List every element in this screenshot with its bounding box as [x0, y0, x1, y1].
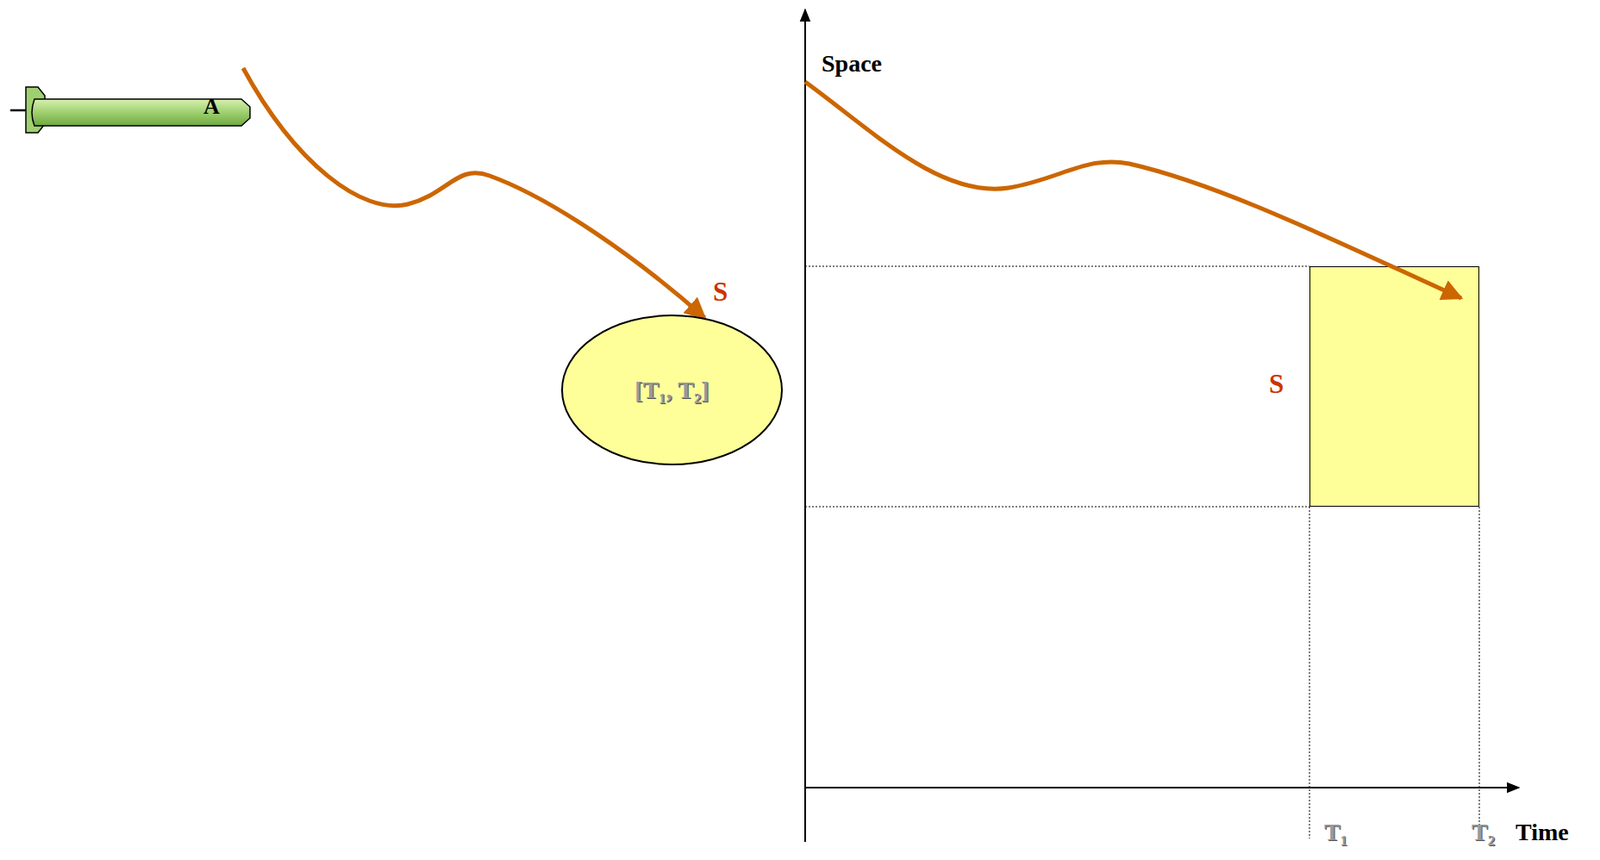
- axis-label: Time: [1515, 818, 1569, 847]
- region-rect: S: [1309, 266, 1480, 507]
- guide-lines: [805, 266, 1480, 839]
- node-label: A: [203, 93, 220, 120]
- node-label: S: [1268, 368, 1284, 400]
- node-text: [T₁, T₂]: [634, 376, 709, 405]
- agent-rocket: A: [25, 87, 250, 133]
- region-ellipse: S[T₁, T₂]: [561, 314, 783, 466]
- axis-label: Space: [821, 50, 882, 78]
- time-mark: T₂: [1471, 818, 1495, 847]
- node-label: S: [712, 276, 728, 308]
- time-mark: T₁: [1324, 818, 1348, 847]
- trajectory-arrow: [243, 68, 706, 319]
- axes: [805, 9, 1519, 843]
